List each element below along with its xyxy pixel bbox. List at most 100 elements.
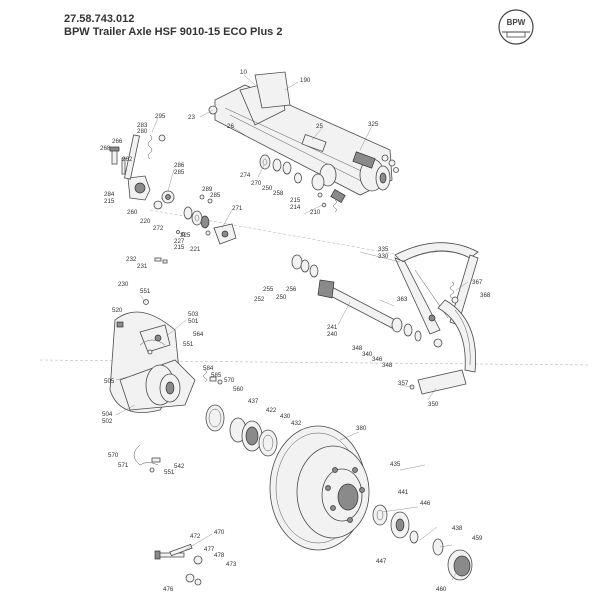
callout-564: 564 xyxy=(193,331,204,338)
callout-10: 10 xyxy=(240,69,247,76)
callout-285b: 285 xyxy=(210,192,221,199)
callout-232: 232 xyxy=(126,256,137,263)
pin-set xyxy=(154,257,168,264)
callout-214: 214 xyxy=(290,204,301,211)
callout-295: 295 xyxy=(155,113,166,120)
leader-lines xyxy=(115,74,469,581)
callout-268: 268 xyxy=(100,145,111,152)
logo-text: BPW xyxy=(507,18,526,27)
header: 27.58.743.012 BPW Trailer Axle HSF 9010-… xyxy=(64,13,282,39)
callout-446: 446 xyxy=(420,500,431,507)
callout-570: 570 xyxy=(224,377,235,384)
callout-252: 252 xyxy=(254,296,265,303)
callout-271: 271 xyxy=(232,205,243,212)
diagram-title: BPW Trailer Axle HSF 9010-15 ECO Plus 2 xyxy=(64,26,283,38)
callout-542: 542 xyxy=(174,463,185,470)
callout-221: 221 xyxy=(190,246,201,253)
callout-215c: 215 xyxy=(290,197,301,204)
callout-231: 231 xyxy=(137,263,148,270)
callout-367: 367 xyxy=(472,279,483,286)
callout-501: 501 xyxy=(188,318,199,325)
callout-283: 283 xyxy=(137,122,148,129)
callout-262: 262 xyxy=(122,156,133,163)
callout-438: 438 xyxy=(452,525,463,532)
callout-478: 478 xyxy=(214,552,225,559)
callout-432: 432 xyxy=(291,420,302,427)
callout-241: 241 xyxy=(327,324,338,331)
callout-26: 26 xyxy=(227,123,234,130)
anchor-bracket xyxy=(109,299,196,413)
axle-bolts xyxy=(317,192,337,213)
hub-bearings xyxy=(205,404,278,457)
callout-437: 437 xyxy=(248,398,259,405)
callout-285: 285 xyxy=(174,169,185,176)
callout-348b: 348 xyxy=(382,362,393,369)
callout-422: 422 xyxy=(266,407,277,414)
sensor-cable xyxy=(133,444,161,473)
callout-270: 270 xyxy=(251,180,262,187)
callout-350: 350 xyxy=(428,401,439,408)
callout-215: 215 xyxy=(104,198,115,205)
part-number: 27.58.743.012 xyxy=(64,13,135,25)
camshaft-hardware xyxy=(153,190,237,245)
callout-labels: 10 190 23 26 25 325 295 283 280 266 262 … xyxy=(100,69,491,593)
callout-230: 230 xyxy=(118,281,129,288)
callout-258: 258 xyxy=(273,190,284,197)
callout-346: 346 xyxy=(372,356,383,363)
callout-460: 460 xyxy=(436,586,447,593)
callout-266: 266 xyxy=(112,138,123,145)
callout-363: 363 xyxy=(397,296,408,303)
dust-plate xyxy=(409,369,467,395)
axle-beam xyxy=(208,71,399,196)
callout-240: 240 xyxy=(327,331,338,338)
callout-551c: 551 xyxy=(164,469,175,476)
callout-280: 280 xyxy=(137,128,148,135)
brake-drum xyxy=(269,425,370,551)
callout-289: 289 xyxy=(202,186,213,193)
callout-25: 25 xyxy=(316,123,323,130)
callout-470: 470 xyxy=(214,529,225,536)
callout-505: 505 xyxy=(104,378,115,385)
callout-325: 325 xyxy=(368,121,379,128)
callout-348: 348 xyxy=(352,345,363,352)
callout-502: 502 xyxy=(102,418,113,425)
callout-430: 430 xyxy=(280,413,291,420)
callout-357: 357 xyxy=(398,380,409,387)
callout-250b: 250 xyxy=(276,294,287,301)
callout-330: 330 xyxy=(378,253,389,260)
callout-473: 473 xyxy=(226,561,237,568)
wheel-bolts xyxy=(154,543,203,586)
bushing-set xyxy=(259,154,302,184)
callout-23: 23 xyxy=(188,114,195,121)
callout-210: 210 xyxy=(310,209,321,216)
callout-571: 571 xyxy=(118,462,129,469)
bpw-logo: BPW xyxy=(498,9,534,45)
callout-255: 255 xyxy=(263,286,274,293)
callout-476: 476 xyxy=(163,586,174,593)
sensor-parts xyxy=(203,369,223,385)
callout-335: 335 xyxy=(378,246,389,253)
callout-256: 256 xyxy=(286,286,297,293)
callout-274: 274 xyxy=(240,172,251,179)
callout-551b: 551 xyxy=(183,341,194,348)
callout-225: 225 xyxy=(180,232,191,239)
callout-459: 459 xyxy=(472,535,483,542)
callout-190: 190 xyxy=(300,77,311,84)
slack-adjuster xyxy=(109,134,166,201)
camshaft xyxy=(291,254,422,342)
brake-shoe xyxy=(394,242,479,373)
callout-284: 284 xyxy=(104,191,115,198)
callout-560: 560 xyxy=(233,386,244,393)
callout-220: 220 xyxy=(140,218,151,225)
callout-215b: 215 xyxy=(174,244,185,251)
callout-585: 585 xyxy=(211,372,222,379)
callout-551: 551 xyxy=(140,288,151,295)
callout-380: 380 xyxy=(356,425,367,432)
callout-250: 250 xyxy=(262,185,273,192)
callout-570b: 570 xyxy=(108,452,119,459)
callout-584: 584 xyxy=(203,365,214,372)
callout-447: 447 xyxy=(376,558,387,565)
callout-441: 441 xyxy=(398,489,409,496)
camshaft-bracket xyxy=(311,163,346,203)
